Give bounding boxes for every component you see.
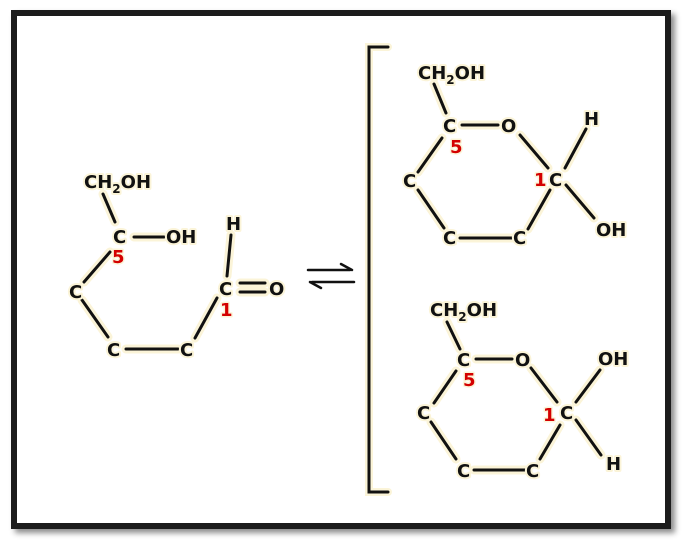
bottom-c5-atom: C [457, 350, 470, 371]
top-c5-number: 5 [450, 137, 463, 158]
equilibrium-arrows [306, 262, 356, 290]
open-c2-atom: C [180, 340, 193, 361]
bottom-c3-atom: C [457, 461, 470, 482]
bottom-c1-number: 1 [543, 405, 556, 426]
top-c1-oh-label: OH [596, 220, 626, 241]
open-c5-atom: C [113, 227, 126, 248]
open-c1-atom: C [219, 279, 232, 300]
bottom-c1-atom: C [560, 403, 573, 424]
top-ch2oh-label: CH2OH [418, 63, 485, 87]
top-ring-o-atom: O [501, 116, 516, 137]
bottom-ch2oh-label: CH2OH [430, 300, 497, 324]
bottom-c1-h-label: H [606, 454, 621, 475]
top-c1-h-label: H [584, 109, 599, 130]
open-c5-number: 5 [112, 247, 125, 268]
top-c1-atom: C [549, 170, 562, 191]
open-c1-h-label: H [226, 214, 241, 235]
open-ch2oh-label: CH2OH [84, 172, 151, 196]
top-c5-atom: C [443, 116, 456, 137]
open-c3-atom: C [107, 340, 120, 361]
open-carbonyl-o-label: O [269, 279, 284, 300]
bottom-ring-o-atom: O [515, 350, 530, 371]
top-c3-atom: C [443, 228, 456, 249]
open-chain-structure: CH2OH C 5 OH C C C C 1 H O [67, 170, 286, 363]
top-c4-atom: C [403, 171, 416, 192]
bottom-c5-number: 5 [463, 370, 476, 391]
top-c2-atom: C [513, 228, 526, 249]
bottom-c1-oh-label: OH [598, 349, 628, 370]
bottom-c4-atom: C [417, 403, 430, 424]
top-c1-number: 1 [534, 170, 547, 191]
open-c1-number: 1 [220, 300, 233, 321]
open-c4-atom: C [69, 282, 82, 303]
open-c5-oh-label: OH [166, 227, 196, 248]
cyclic-structure-top: CH2OH C 5 O C 1 H OH C C C [401, 61, 628, 251]
cyclic-structure-bottom: CH2OH C 5 O C 1 OH H C C C [415, 298, 630, 484]
left-bracket [365, 43, 392, 496]
bottom-c2-atom: C [526, 461, 539, 482]
